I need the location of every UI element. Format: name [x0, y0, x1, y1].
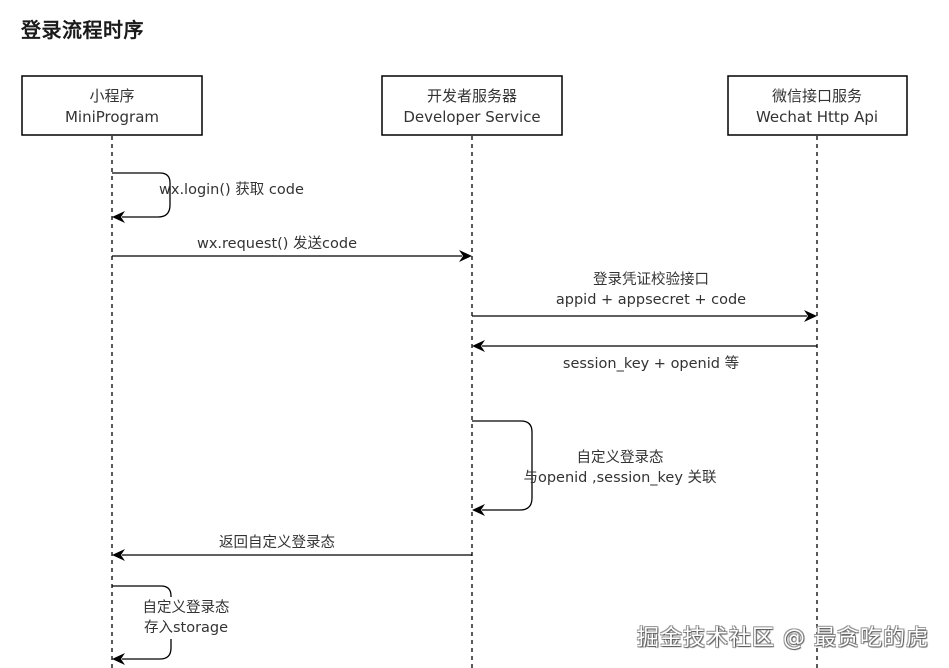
message-label: wx.request() 发送code	[197, 235, 357, 252]
message-label: 返回自定义登录态	[219, 534, 335, 551]
actor-name-en: MiniProgram	[65, 108, 159, 126]
actor-name-cn: 小程序	[89, 87, 134, 105]
arrowhead-right-icon	[804, 310, 817, 322]
message-custom-login-state: 自定义登录态 与openid ,session_key 关联	[472, 420, 717, 516]
actor-name-en: Wechat Http Api	[756, 108, 878, 126]
arrowhead-right-icon	[459, 250, 472, 262]
actor-box	[381, 75, 563, 136]
self-call-line	[112, 172, 171, 218]
actor-name-en: Developer Service	[403, 108, 540, 126]
message-return-login-state: 返回自定义登录态	[112, 534, 472, 561]
actor-miniprogram: 小程序 MiniProgram	[21, 75, 203, 136]
message-label-line1: 登录凭证校验接口	[593, 271, 709, 288]
message-label-line1: 自定义登录态	[577, 449, 664, 466]
message-wx-login: wx.login() 获取 code	[112, 172, 304, 223]
message-label-line1: 自定义登录态	[143, 599, 230, 616]
actor-box	[727, 75, 908, 136]
self-call-line	[472, 420, 533, 511]
message-session-key-return: session_key + openid 等	[472, 340, 817, 372]
actor-name-cn: 微信接口服务	[772, 87, 862, 105]
actor-box	[21, 75, 203, 136]
arrowhead-left-icon	[112, 549, 125, 561]
arrowhead-left-icon	[472, 340, 485, 352]
message-label-line2: appid + appsecret + code	[556, 292, 746, 308]
message-label: wx.login() 获取 code	[159, 181, 304, 198]
arrowhead-left-icon	[472, 504, 485, 516]
label-background	[130, 597, 242, 639]
message-code2session: 登录凭证校验接口 appid + appsecret + code	[472, 271, 817, 322]
watermark: 掘金技术社区 @ 最贪吃的虎	[637, 626, 929, 651]
message-wx-request: wx.request() 发送code	[112, 235, 472, 262]
actor-name-cn: 开发者服务器	[427, 87, 517, 105]
message-label: session_key + openid 等	[563, 354, 739, 372]
arrowhead-left-icon	[112, 653, 125, 665]
arrowhead-left-icon	[112, 211, 125, 223]
actor-developer-service: 开发者服务器 Developer Service	[381, 75, 563, 136]
message-label-line2: 存入storage	[144, 619, 228, 636]
page-title: 登录流程时序	[21, 18, 144, 42]
actor-wechat-api: 微信接口服务 Wechat Http Api	[727, 75, 908, 136]
message-label-line2: 与openid ,session_key 关联	[523, 469, 716, 486]
message-store-storage: 自定义登录态 存入storage	[112, 585, 242, 665]
